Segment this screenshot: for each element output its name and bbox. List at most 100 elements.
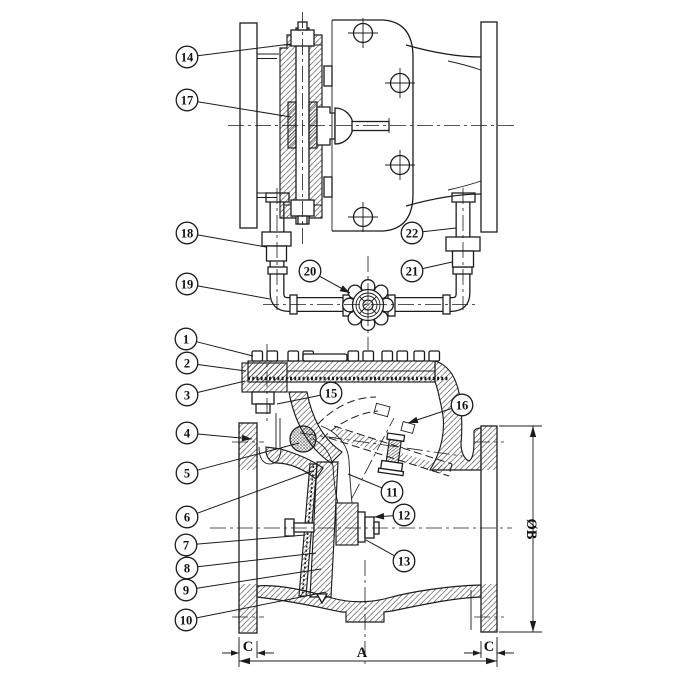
callout-number: 4 xyxy=(184,426,191,440)
callout-circle xyxy=(319,381,343,405)
callout-number: 13 xyxy=(398,554,411,568)
callout-number: 17 xyxy=(181,93,194,107)
callout-4: 4 xyxy=(175,421,253,445)
bonnet-bolt-hole xyxy=(348,202,378,232)
callout-number: 8 xyxy=(184,561,190,575)
callout-circle xyxy=(450,393,474,417)
callout-2: 2 xyxy=(175,351,247,375)
bonnet-bolt-hole xyxy=(385,68,415,98)
callout-7: 7 xyxy=(174,533,306,557)
hinge-pin-plug xyxy=(251,391,275,405)
callout-circle xyxy=(175,383,199,407)
callout-circle xyxy=(392,549,416,573)
callout-14: 14 xyxy=(175,43,292,69)
bottom-view-right-flange xyxy=(470,425,498,633)
hinge-pin-plug xyxy=(255,403,271,414)
body-bottom-wall xyxy=(256,584,482,623)
callout-12: 12 xyxy=(373,503,416,527)
callout-18: 18 xyxy=(175,221,267,248)
pipe-union-left xyxy=(261,231,292,262)
callout-6: 6 xyxy=(175,470,313,529)
disc-bolt-shaft xyxy=(293,522,315,533)
top-view-centerlines xyxy=(228,12,516,350)
disc-washer xyxy=(357,511,366,543)
callout-circle xyxy=(175,45,199,69)
callout-circle xyxy=(400,259,424,283)
callout-circle xyxy=(175,505,199,529)
dimension-c-left: C xyxy=(222,639,274,658)
callout-number: 22 xyxy=(406,226,419,240)
callout-1: 1 xyxy=(174,327,254,357)
callout-20: 20 xyxy=(298,259,351,294)
callout-17: 17 xyxy=(175,88,292,118)
seat-tab xyxy=(323,176,333,198)
callout-circle xyxy=(174,578,198,602)
callout-number: 5 xyxy=(184,466,190,480)
callout-number: 11 xyxy=(386,485,398,499)
disc-open-phantom xyxy=(299,396,463,499)
callout-19: 19 xyxy=(175,272,271,300)
bonnet-neck-wall xyxy=(288,391,343,464)
callout-number: 2 xyxy=(184,356,190,370)
dimension-diameter-b: ØB xyxy=(499,425,542,633)
callout-circle xyxy=(175,272,199,296)
callout-number: 1 xyxy=(183,332,189,346)
callout-number: 12 xyxy=(398,508,411,522)
callout-circle xyxy=(175,221,199,245)
dimensions: A C C ØB xyxy=(222,425,542,667)
callout-number: 20 xyxy=(304,264,317,278)
callout-5: 5 xyxy=(175,442,300,485)
callout-circle xyxy=(175,88,199,112)
callout-11: 11 xyxy=(347,473,404,504)
callout-3: 3 xyxy=(175,380,246,407)
top-view-right-flange xyxy=(480,21,498,233)
callout-number: 9 xyxy=(183,583,189,597)
callout-number: 14 xyxy=(181,50,194,64)
dimension-c-left-label: C xyxy=(243,639,253,655)
callout-circle xyxy=(298,259,322,283)
cover-bolts xyxy=(251,350,441,362)
hinge-boss-dome xyxy=(334,107,354,145)
elbow-socket xyxy=(267,266,288,275)
disc-nut xyxy=(364,516,375,539)
seat-tab xyxy=(323,65,333,87)
valve-disc xyxy=(309,461,339,598)
callout-number: 18 xyxy=(181,226,194,240)
dimension-a-label: A xyxy=(357,645,368,661)
callout-number: 10 xyxy=(180,613,193,627)
dimension-a: A xyxy=(238,637,498,667)
callout-circle xyxy=(392,503,416,527)
callout-circle xyxy=(175,461,199,485)
callout-number: 6 xyxy=(184,510,190,524)
disc-nut-open-position xyxy=(377,432,406,477)
top-view xyxy=(228,12,516,350)
callout-9: 9 xyxy=(174,568,322,602)
bonnet-cover xyxy=(241,350,482,471)
callout-8: 8 xyxy=(175,552,317,580)
callout-number: 15 xyxy=(325,386,338,400)
callout-number: 3 xyxy=(184,388,190,402)
disc-assembly xyxy=(284,425,380,605)
callout-circle xyxy=(400,221,424,245)
bonnet-bolt-hole xyxy=(348,18,378,48)
seat-ring-edge xyxy=(308,101,318,149)
callout-number: 7 xyxy=(183,538,189,552)
callout-10: 10 xyxy=(174,591,327,632)
top-view-body xyxy=(331,18,482,232)
callout-circle xyxy=(174,327,198,351)
callout-number: 19 xyxy=(181,277,194,291)
callout-21: 21 xyxy=(400,259,453,283)
dimension-b-label: ØB xyxy=(523,519,539,540)
bypass-globe-valve xyxy=(342,279,396,331)
seat-ring-edge xyxy=(287,101,297,149)
callout-number: 21 xyxy=(406,264,419,278)
callout-circle xyxy=(174,533,198,557)
hinge-shaft xyxy=(351,120,390,132)
callout-circle xyxy=(175,421,199,445)
callout-15: 15 xyxy=(276,381,343,405)
callout-22: 22 xyxy=(400,221,457,245)
dimension-c-right: C xyxy=(464,639,514,658)
disc-boss xyxy=(335,502,359,546)
